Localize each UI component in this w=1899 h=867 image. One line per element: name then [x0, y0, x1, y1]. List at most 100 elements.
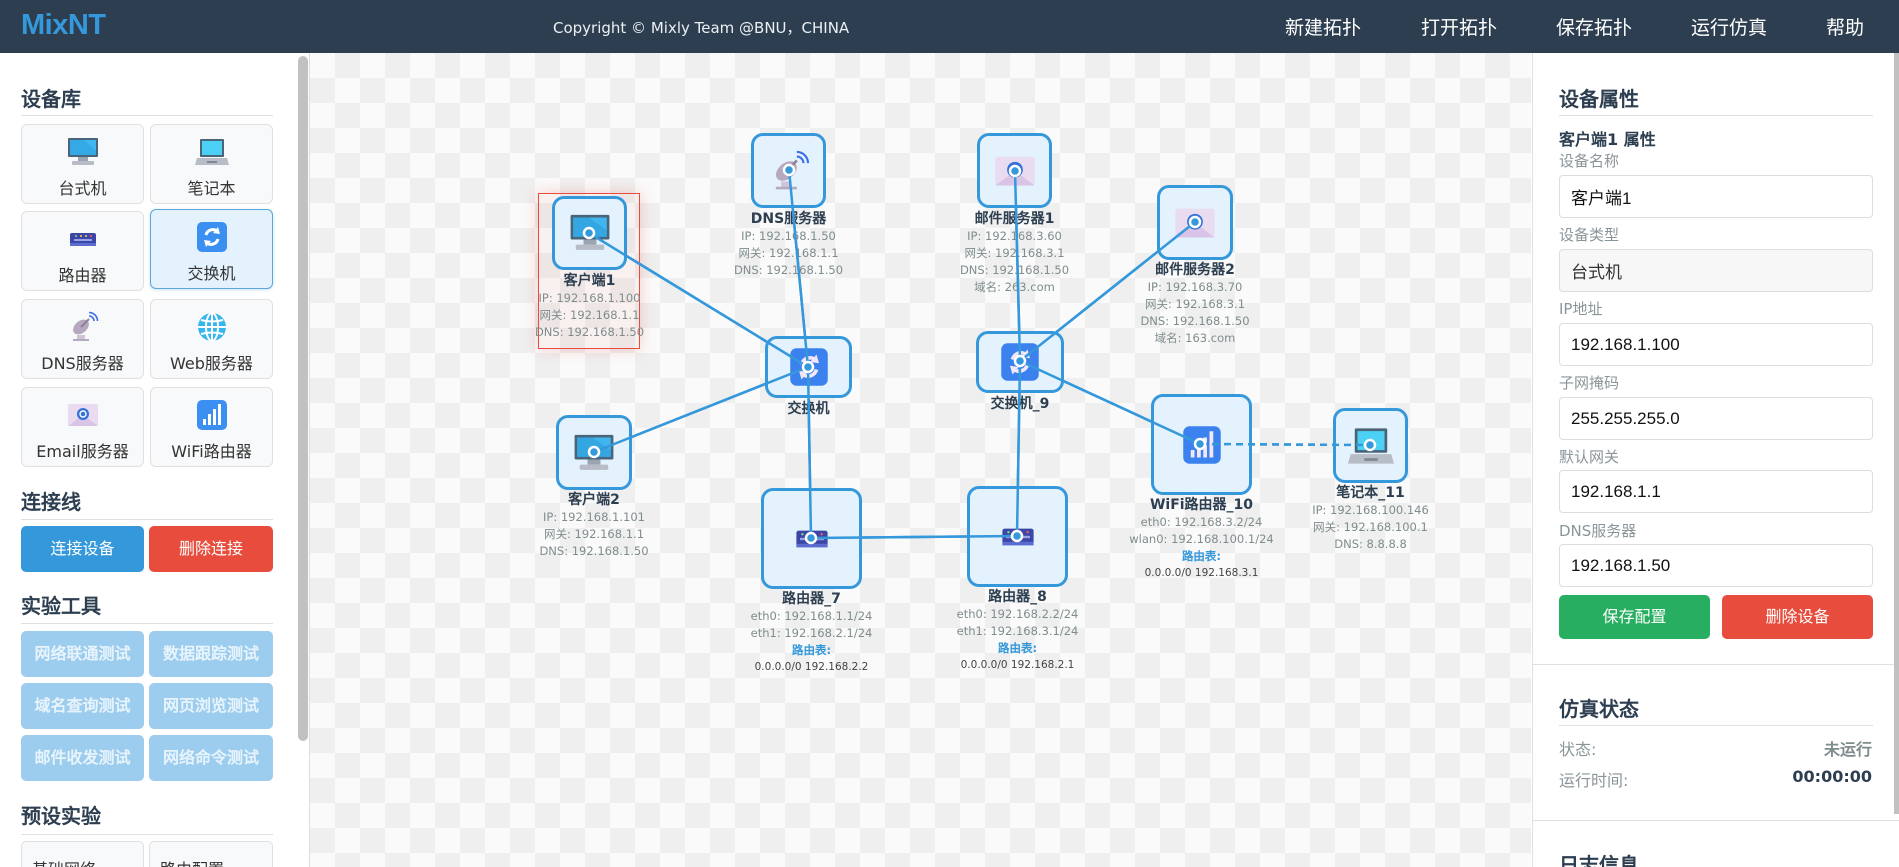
- device-node-info: eth0: 192.168.1.1/24 eth1: 192.168.2.1/24…: [751, 608, 873, 676]
- desktop-icon: [559, 418, 629, 487]
- device-name-input[interactable]: [1559, 175, 1873, 218]
- tool-dns-query-test-button[interactable]: 域名查询测试: [21, 683, 144, 729]
- left-sidebar: 设备库 台式机 笔记本 路由器 交换机 DNS服务器 Web服务器: [0, 53, 310, 867]
- nav-save-topology[interactable]: 保存拓扑: [1556, 17, 1633, 39]
- device-info-line: 网关: 192.168.1.1: [539, 308, 640, 322]
- device-info-line: eth1: 192.168.3.1/24: [956, 624, 1079, 638]
- app-logo: MixNT: [21, 9, 106, 41]
- tool-trace-test-button[interactable]: 数据跟踪测试: [149, 631, 273, 677]
- connect-device-button[interactable]: 连接设备: [21, 526, 144, 572]
- right-scrollbar[interactable]: [1894, 53, 1899, 814]
- preset-routing-config[interactable]: 路由配置: [149, 841, 273, 867]
- device-tile-dns-server[interactable]: DNS服务器: [21, 299, 144, 379]
- tool-connectivity-test-button[interactable]: 网络联通测试: [21, 631, 144, 677]
- device-info-line: DNS: 8.8.8.8: [1334, 537, 1407, 551]
- device-node-box[interactable]: [1333, 408, 1408, 483]
- device-node-box[interactable]: [552, 196, 627, 270]
- switch-icon: [151, 220, 272, 254]
- device-node-name: 交换机: [787, 401, 830, 417]
- left-scrollbar[interactable]: [298, 56, 308, 741]
- ip-address-input[interactable]: [1559, 323, 1873, 366]
- device-info-line: 网关: 192.168.1.1: [543, 527, 645, 541]
- nav-help[interactable]: 帮助: [1826, 17, 1865, 39]
- divider: [21, 519, 273, 520]
- device-node-box[interactable]: [751, 133, 826, 208]
- satellite-dish-icon: [754, 136, 823, 205]
- device-info-line: 域名: 263.com: [974, 280, 1055, 294]
- device-info-line: 网关: 192.168.1.1: [738, 246, 839, 260]
- device-node-box[interactable]: [967, 486, 1068, 587]
- device-tile-label: DNS服务器: [41, 354, 124, 373]
- delete-connection-button[interactable]: 删除连接: [149, 526, 273, 572]
- tool-mail-test-button[interactable]: 邮件收发测试: [21, 735, 144, 781]
- device-node-box[interactable]: [976, 331, 1064, 393]
- routing-table-title: 路由表:: [1181, 549, 1222, 563]
- routing-table-entry: 0.0.0.0/0 192.168.3.1: [1144, 567, 1259, 579]
- divider: [1533, 664, 1899, 665]
- device-tile-email-server[interactable]: Email服务器: [21, 387, 144, 467]
- copyright-text: Copyright © Mixly Team @BNU，CHINA: [553, 19, 850, 37]
- delete-device-button[interactable]: 删除设备: [1722, 595, 1873, 639]
- device-tile-switch[interactable]: 交换机: [150, 209, 273, 289]
- device-info-line: IP: 192.168.3.70: [1147, 280, 1243, 294]
- device-info-line: eth1: 192.168.2.1/24: [750, 626, 873, 640]
- device-tile-label: WiFi路由器: [171, 442, 252, 461]
- device-node-box[interactable]: [977, 133, 1052, 208]
- gateway-input[interactable]: [1559, 470, 1873, 513]
- nav-open-topology[interactable]: 打开拓扑: [1421, 17, 1498, 39]
- device-tile-laptop[interactable]: 笔记本: [150, 124, 273, 204]
- device-node-name: 笔记本_11: [1336, 485, 1405, 501]
- email-icon: [980, 136, 1049, 205]
- subnet-mask-input[interactable]: [1559, 397, 1873, 440]
- device-tile-label: 笔记本: [187, 179, 236, 198]
- device-info-line: IP: 192.168.1.100: [538, 291, 641, 305]
- device-info-line: eth0: 192.168.2.2/24: [956, 607, 1079, 621]
- device-info-line: DNS: 192.168.1.50: [959, 263, 1070, 277]
- device-tile-desktop[interactable]: 台式机: [21, 124, 144, 204]
- router-icon: [970, 489, 1065, 584]
- nav-run-simulation[interactable]: 运行仿真: [1691, 17, 1768, 39]
- device-node-box[interactable]: [765, 336, 852, 398]
- device-tile-label: Web服务器: [170, 354, 253, 373]
- runtime-value: 00:00:00: [1792, 767, 1872, 786]
- field-label-dns: DNS服务器: [1559, 522, 1637, 540]
- device-tile-web-server[interactable]: Web服务器: [150, 299, 273, 379]
- device-info-line: DNS: 192.168.1.50: [534, 325, 645, 339]
- field-label-device-type: 设备类型: [1559, 226, 1620, 244]
- routing-table-title: 路由表:: [997, 641, 1038, 655]
- dns-server-input[interactable]: [1559, 544, 1873, 587]
- device-info-line: eth0: 192.168.3.2/24: [1140, 515, 1263, 529]
- device-type-input: [1559, 249, 1873, 292]
- save-config-button[interactable]: 保存配置: [1559, 595, 1710, 639]
- device-node-name: 邮件服务器2: [1155, 262, 1235, 278]
- presets-title: 预设实验: [21, 804, 101, 828]
- runtime-label: 运行时间:: [1559, 771, 1629, 790]
- device-node-info: eth0: 192.168.2.2/24 eth1: 192.168.3.1/24…: [957, 606, 1079, 674]
- device-node-box[interactable]: [1151, 394, 1252, 495]
- tool-web-browse-test-button[interactable]: 网页浏览测试: [149, 683, 273, 729]
- device-node-name: 交换机_9: [990, 396, 1050, 412]
- device-tile-label: 交换机: [187, 264, 236, 283]
- routing-table-entry: 0.0.0.0/0 192.168.2.2: [754, 661, 869, 673]
- device-info-line: IP: 192.168.3.60: [967, 229, 1062, 243]
- laptop-icon: [151, 135, 272, 169]
- preset-basic-network[interactable]: 基础网络: [21, 841, 144, 867]
- device-node-box[interactable]: [556, 415, 632, 490]
- nav-new-topology[interactable]: 新建拓扑: [1285, 17, 1362, 39]
- device-node-box[interactable]: [761, 488, 862, 589]
- device-info-line: IP: 192.168.100.146: [1312, 503, 1429, 517]
- divider: [1559, 725, 1873, 726]
- device-tile-router[interactable]: 路由器: [21, 211, 144, 291]
- device-node-name: 路由器_8: [988, 589, 1047, 605]
- field-label-subnet: 子网掩码: [1559, 374, 1620, 392]
- tool-network-command-test-button[interactable]: 网络命令测试: [149, 735, 273, 781]
- email-icon: [22, 398, 143, 432]
- device-info-line: eth0: 192.168.1.1/24: [750, 609, 873, 623]
- satellite-dish-icon: [22, 310, 143, 344]
- device-node-box[interactable]: [1157, 185, 1233, 260]
- device-tile-wifi-router[interactable]: WiFi路由器: [150, 387, 273, 467]
